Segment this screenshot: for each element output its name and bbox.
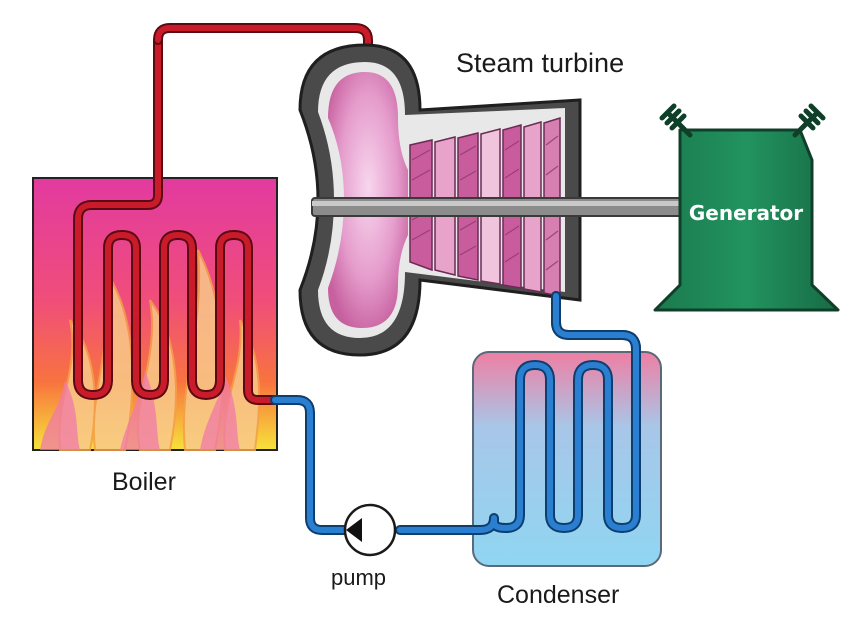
generator-terminal-left-icon xyxy=(659,103,693,138)
boiler xyxy=(32,35,295,451)
condenser-label: Condenser xyxy=(497,581,619,609)
steam-pipe xyxy=(153,23,373,75)
boiler-label: Boiler xyxy=(112,468,176,496)
steam-turbine-label: Steam turbine xyxy=(456,48,624,78)
generator-label: Generator xyxy=(689,201,803,225)
pump-label: pump xyxy=(331,565,386,590)
condenser xyxy=(395,291,662,567)
pump-arrow-icon xyxy=(346,518,362,542)
feedwater-pipe xyxy=(270,395,351,535)
turbine-shaft xyxy=(311,197,683,217)
pump xyxy=(343,503,397,557)
generator-terminal-right-icon xyxy=(792,103,826,138)
generator xyxy=(653,103,840,312)
